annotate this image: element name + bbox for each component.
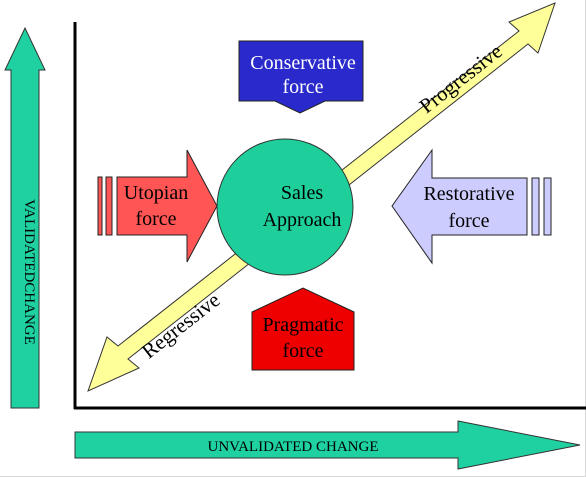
- restorative-force-bar-2: [543, 177, 552, 236]
- unvalidated-change-axis-label: UNVALIDATED CHANGE: [208, 439, 379, 455]
- utopian-force-bar-1: [97, 176, 103, 236]
- conservative-force-arrow: [238, 40, 364, 114]
- sales-approach-label-line1: Sales: [281, 182, 323, 204]
- pragmatic-force-label-line2: force: [282, 340, 323, 362]
- validated-change-axis-arrow: [4, 26, 46, 409]
- pragmatic-force-label-line1: Pragmatic: [262, 314, 343, 336]
- restorative-force-arrow: [391, 148, 528, 265]
- restorative-force-bar-1: [531, 177, 540, 236]
- conservative-force-label-line1: Conservative: [250, 52, 356, 74]
- progressive-label: Progressive: [415, 39, 507, 118]
- utopian-force-label-line1: Utopian: [124, 182, 188, 204]
- pragmatic-force-arrow: [251, 287, 355, 371]
- conservative-force-label-line2: force: [282, 76, 323, 98]
- sales-approach-label-line2: Approach: [263, 209, 342, 231]
- restorative-force-label-line1: Restorative: [423, 183, 514, 205]
- unvalidated-change-axis-arrow: [74, 420, 581, 470]
- validated-change-axis-label: VALIDATEDCHANGE: [21, 199, 37, 345]
- sales-approach-circle: [216, 138, 354, 276]
- utopian-force-label-line2: force: [135, 208, 176, 230]
- utopian-force-arrow: [116, 149, 218, 263]
- restorative-force-label-line2: force: [448, 210, 489, 232]
- utopian-force-bar-2: [105, 176, 113, 236]
